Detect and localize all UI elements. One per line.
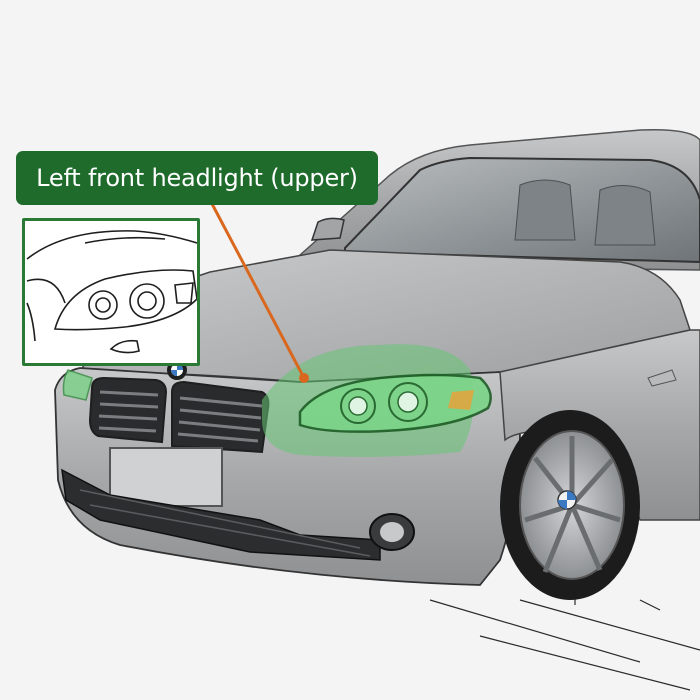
front-wheel	[500, 410, 640, 600]
fog-light	[369, 513, 415, 551]
highlighted-headlight	[262, 344, 492, 457]
lower-grille	[61, 468, 381, 561]
side-mirror	[310, 217, 345, 241]
side-marker	[647, 369, 677, 387]
license-plate	[109, 447, 223, 507]
interior-seats	[514, 179, 656, 246]
callout-label: Left front headlight (upper)	[16, 151, 378, 205]
headlight-line-drawing-icon	[26, 230, 197, 354]
grille-mesh	[79, 489, 371, 557]
right-headlight	[62, 369, 93, 401]
headlight-detail-inset	[22, 218, 200, 366]
